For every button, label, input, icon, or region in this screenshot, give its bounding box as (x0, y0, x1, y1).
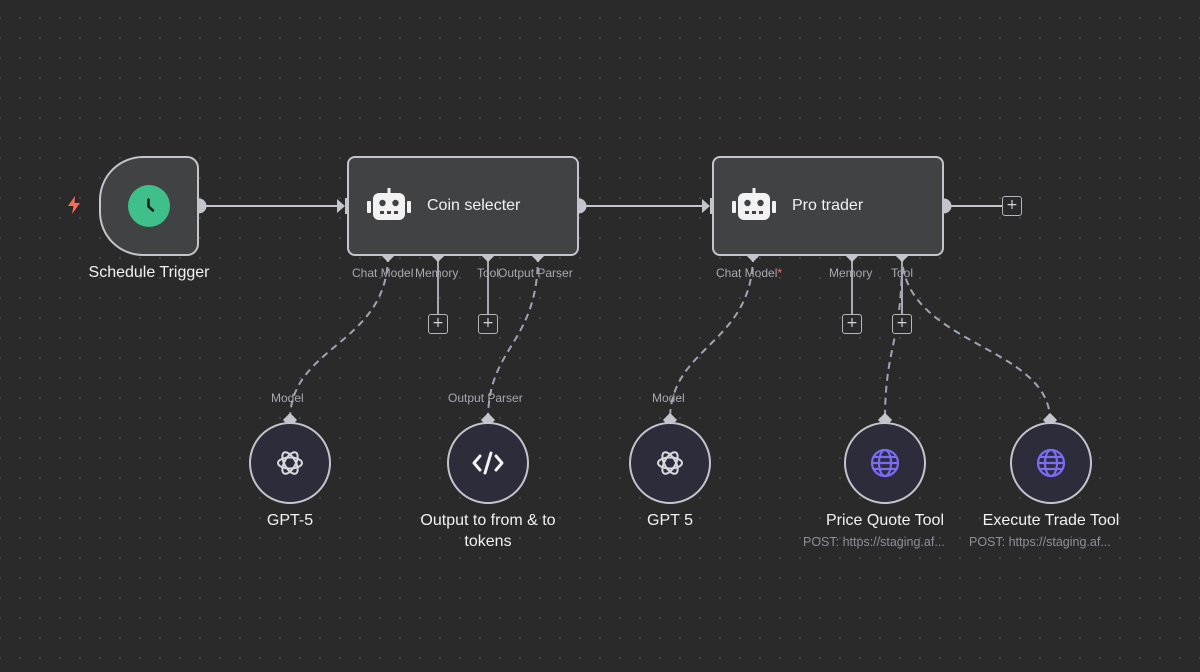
clock-icon (128, 185, 170, 227)
robot-icon (367, 188, 411, 224)
execute-trade-tool-subtitle: POST: https://staging.af... (969, 535, 1111, 549)
coin-selecter-input-port[interactable] (337, 199, 345, 213)
output-parser-port-label: Output Parser (448, 391, 523, 405)
connection-gpt5-b-to-pro-trader[interactable] (669, 254, 754, 421)
pro-trader-add-memory-button[interactable]: + (842, 314, 862, 334)
coin-selecter-title: Coin selecter (427, 197, 521, 214)
coin-selecter-add-tool-button[interactable]: + (478, 314, 498, 334)
gpt5-b-port-label: Model (652, 391, 685, 405)
execute-trade-tool-node[interactable] (1010, 422, 1092, 504)
gpt5-a-label: GPT-5 (266, 512, 314, 529)
gpt5-a-port-label: Model (271, 391, 304, 405)
price-quote-tool-subtitle: POST: https://staging.af... (803, 535, 945, 549)
robot-icon (732, 188, 776, 224)
gpt5-b-node[interactable] (629, 422, 711, 504)
pro-trader-chat-model-text: Chat Model (716, 266, 778, 280)
pro-trader-title: Pro trader (792, 197, 864, 214)
openai-icon (277, 451, 303, 475)
schedule-trigger-node[interactable] (99, 156, 199, 256)
openai-icon (657, 451, 683, 475)
code-icon (472, 451, 504, 475)
pro-trader-node[interactable]: Pro trader (712, 156, 944, 256)
price-quote-tool-node[interactable] (844, 422, 926, 504)
schedule-trigger-label: Schedule Trigger (88, 264, 210, 281)
trigger-bolt-icon (68, 196, 80, 214)
pro-trader-input-bar (710, 198, 713, 214)
pro-trader-add-tool-button[interactable]: + (892, 314, 912, 334)
price-quote-tool-label: Price Quote Tool (826, 512, 944, 529)
pro-trader-tool-label: Tool (891, 266, 914, 280)
connection-gpt5-a-to-coin-selecter[interactable] (289, 254, 389, 421)
globe-icon (1036, 448, 1066, 478)
coin-selecter-tool-label: Tool (477, 266, 500, 280)
connection-execute-trade-to-pro-trader[interactable] (901, 254, 1051, 421)
pro-trader-chat-model-label: Chat Model* (716, 266, 782, 280)
coin-selecter-add-memory-button[interactable]: + (428, 314, 448, 334)
coin-selecter-chat-model-label: Chat Model (352, 266, 414, 280)
pro-trader-input-port[interactable] (702, 199, 710, 213)
coin-selecter-memory-label: Memory (415, 266, 459, 280)
coin-selecter-output-parser-label: Output Parser (498, 266, 573, 280)
required-marker: * (777, 266, 783, 280)
coin-selecter-node[interactable]: Coin selecter (347, 156, 579, 256)
connection-output-parser-to-coin-selecter[interactable] (487, 254, 539, 421)
globe-icon (870, 448, 900, 478)
add-next-node-button[interactable]: + (1002, 196, 1022, 216)
coin-selecter-input-bar (345, 198, 348, 214)
pro-trader-memory-label: Memory (829, 266, 873, 280)
execute-trade-tool-label: Execute Trade Tool (982, 512, 1120, 529)
output-parser-node[interactable] (447, 422, 529, 504)
connection-price-quote-to-pro-trader[interactable] (884, 254, 903, 421)
gpt5-a-node[interactable] (249, 422, 331, 504)
output-parser-label: Output to from & to tokens (420, 512, 556, 550)
gpt5-b-label: GPT 5 (647, 512, 693, 529)
